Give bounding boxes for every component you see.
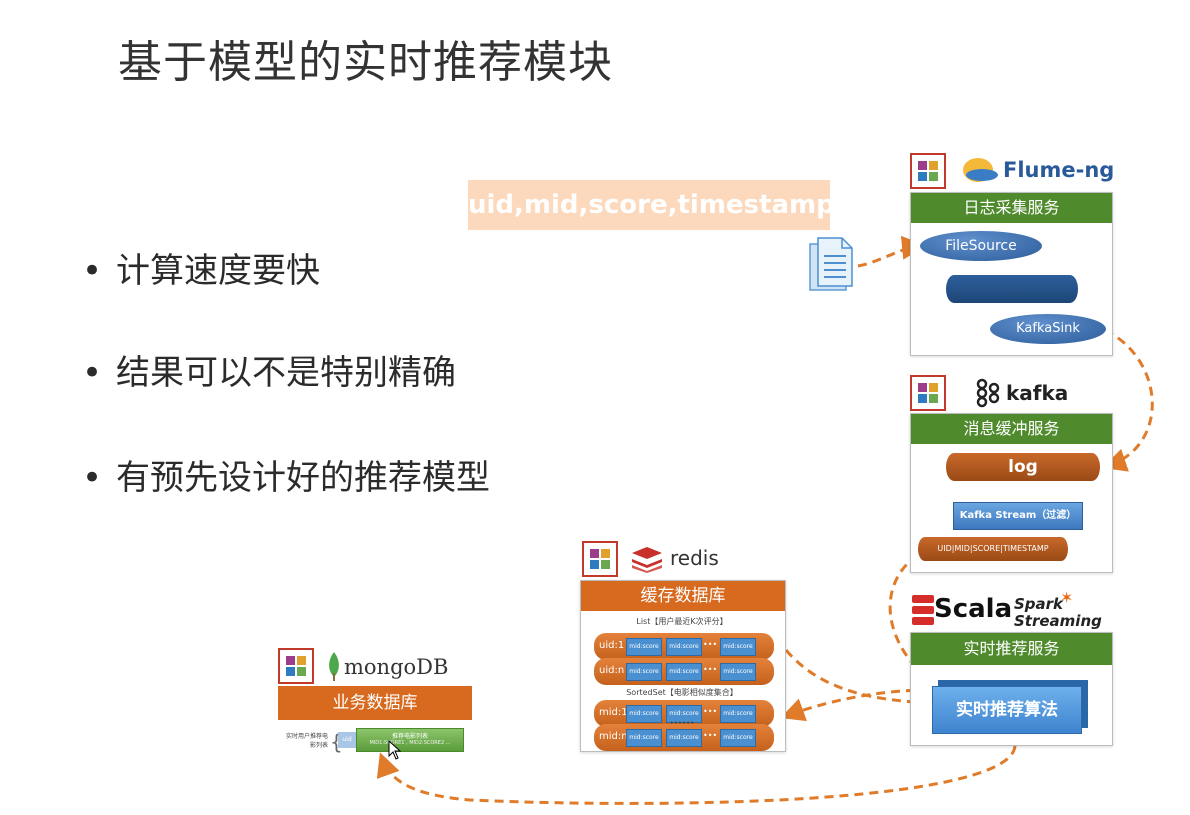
- bullet-item: • 结果可以不是特别精确: [82, 345, 456, 394]
- mongo-uid-cell: uid: [338, 732, 356, 748]
- redis-row-dots: ••••••: [669, 719, 695, 727]
- kafka-stream-node: Kafka Stream（过滤）: [953, 502, 1083, 530]
- bullet-item: • 有预先设计好的推荐模型: [82, 450, 490, 499]
- redis-row: mid:1 mid:score mid:score ••• mid:score: [594, 700, 774, 727]
- mongo-header: 业务数据库: [278, 686, 472, 720]
- mouse-cursor-icon: [388, 739, 402, 760]
- redis-cell: mid:score: [720, 729, 756, 747]
- bullet-item: • 计算速度要快: [82, 243, 320, 292]
- flume-brand: Flume-ng: [1003, 158, 1115, 182]
- spark-brand: Spark: [1014, 595, 1064, 613]
- streaming-brand: Streaming: [1014, 612, 1102, 630]
- arrow-sink-to-log: [1102, 328, 1154, 472]
- redis-cell: mid:score: [720, 705, 756, 723]
- kafka-logo-icon: [972, 378, 1002, 408]
- mongodb-leaf-icon: [326, 651, 342, 681]
- spark-star-icon: ✶: [1060, 588, 1074, 607]
- arrow-output-to-spark: [888, 553, 945, 694]
- kafka-brand: kafka: [1006, 381, 1069, 405]
- mongo-rec-label: 推荐电影列表: [391, 733, 428, 740]
- flume-channel-node: [946, 275, 1078, 303]
- redis-cell: mid:score: [666, 638, 702, 656]
- mongo-side-label: 实时用户推荐电影列表: [285, 733, 328, 749]
- redis-brand: redis: [670, 546, 719, 570]
- filesource-node: FileSource: [920, 231, 1042, 261]
- redis-cell: mid:score: [626, 705, 662, 723]
- centos-logo-icon: [910, 153, 946, 189]
- redis-cell: mid:score: [666, 663, 702, 681]
- realtime-algo-node: 实时推荐算法: [932, 686, 1082, 734]
- redis-ellipsis: •••: [703, 640, 718, 649]
- redis-cell: mid:score: [720, 663, 756, 681]
- redis-row: uid:n mid:score mid:score ••• mid:score: [594, 658, 774, 685]
- arrow-doc-to-filesource: [857, 235, 926, 268]
- flume-header: 日志采集服务: [911, 193, 1112, 223]
- scala-brand: Scala: [934, 594, 1013, 624]
- bullet-text: 计算速度要快: [116, 251, 320, 291]
- bullet-text: 有预先设计好的推荐模型: [116, 458, 490, 498]
- bullet-dot: •: [82, 353, 103, 393]
- redis-cell: mid:score: [626, 638, 662, 656]
- redis-row-key: uid:n: [599, 665, 625, 676]
- bullet-text: 结果可以不是特别精确: [116, 353, 456, 393]
- redis-cell: mid:score: [666, 705, 702, 723]
- centos-logo-icon: [582, 541, 618, 577]
- mongodb-brand: mongoDB: [344, 655, 449, 679]
- redis-ellipsis: •••: [703, 707, 718, 716]
- redis-list-label: List【用户最近K次评分】: [636, 617, 728, 626]
- document-icon: [808, 236, 858, 294]
- redis-row: uid:1 mid:score mid:score ••• mid:score: [594, 633, 774, 660]
- bullet-dot: •: [82, 458, 103, 498]
- kafka-header: 消息缓冲服务: [911, 414, 1112, 444]
- redis-cell: mid:score: [626, 729, 662, 747]
- arrow-redis-to-algo: [784, 649, 936, 715]
- kafka-output-node: UID|MID|SCORE|TIMESTAMP: [918, 537, 1068, 561]
- centos-logo-icon: [910, 375, 946, 411]
- redis-sortedset-label: SortedSet【电影相似度集合】: [626, 688, 738, 697]
- redis-ellipsis: •••: [703, 731, 718, 740]
- centos-logo-icon: [278, 648, 314, 684]
- arrow-algo-to-mongo: [376, 745, 1017, 805]
- redis-cell: mid:score: [626, 663, 662, 681]
- bullet-dot: •: [82, 251, 103, 291]
- redis-header: 缓存数据库: [581, 581, 785, 611]
- redis-cell: mid:score: [720, 638, 756, 656]
- log-node: log: [946, 453, 1100, 481]
- redis-row-key: mid:n: [599, 731, 628, 742]
- spark-header: 实时推荐服务: [911, 633, 1112, 665]
- page-title: 基于模型的实时推荐模块: [118, 37, 613, 88]
- redis-row: mid:n mid:score mid:score ••• mid:score: [594, 724, 774, 751]
- redis-ellipsis: •••: [703, 665, 718, 674]
- redis-row-key: mid:1: [599, 707, 628, 718]
- flume-logo-icon: [960, 155, 1000, 185]
- redis-logo-icon: [630, 545, 664, 573]
- record-format-label: uid,mid,score,timestamp: [468, 180, 835, 230]
- kafkasink-node: KafkaSink: [990, 314, 1106, 344]
- mongo-rec-cell: 推荐电影列表 MID1:SCORE1 , MID2:SCORE2 ...: [356, 728, 464, 752]
- redis-row-key: uid:1: [599, 640, 625, 651]
- mongo-rec-values: MID1:SCORE1 , MID2:SCORE2 ...: [369, 740, 451, 746]
- redis-cell: mid:score: [666, 729, 702, 747]
- scala-logo-icon: [910, 593, 938, 627]
